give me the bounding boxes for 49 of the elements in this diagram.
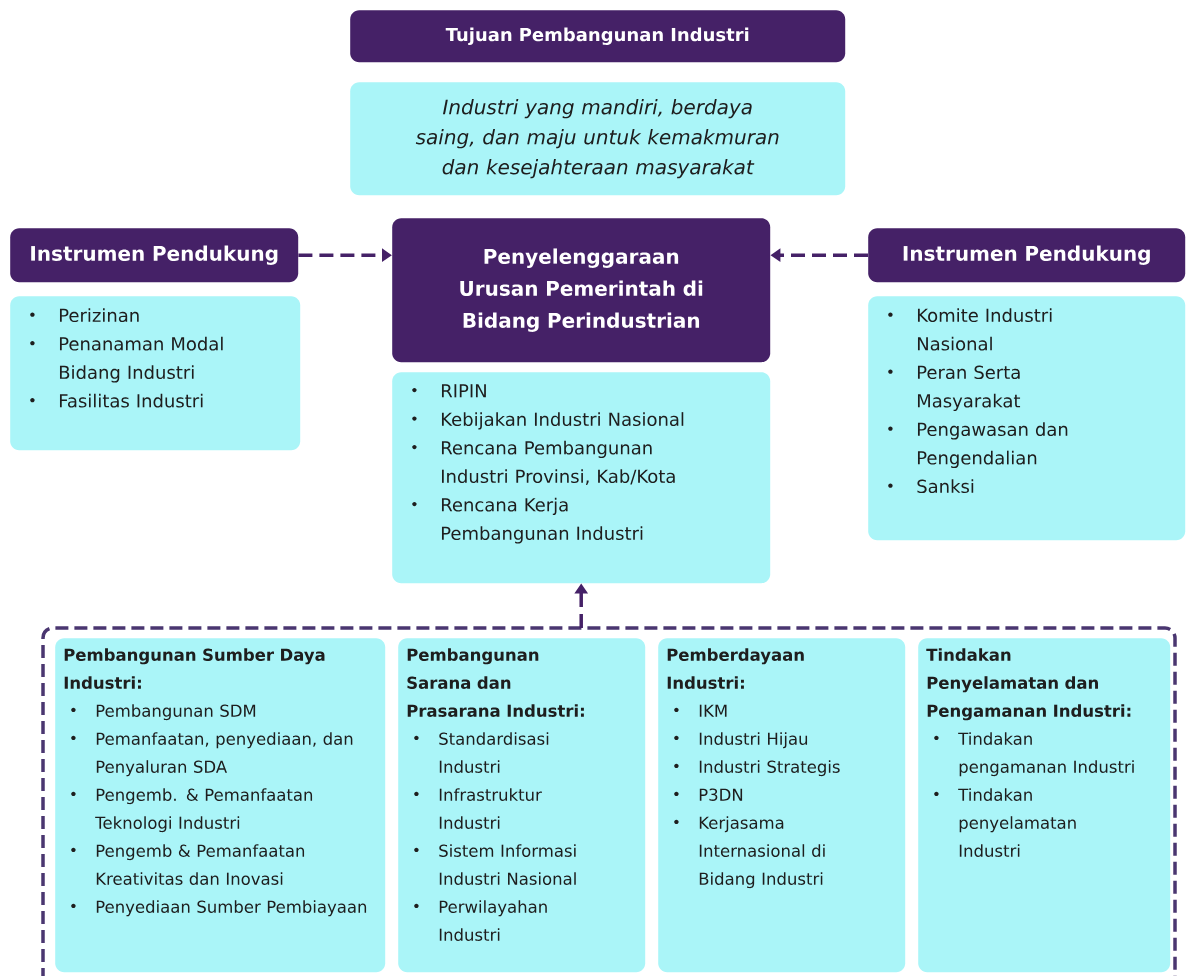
- list-box: [868, 296, 1186, 541]
- box-heading: Penyelenggaraan Urusan Pemerintah di Bidang Perindustrian: [460, 248, 703, 332]
- list-item: Infrastruktur Industri: [414, 788, 542, 829]
- list-item: Komite Industri Nasional: [888, 308, 1052, 351]
- list-item: Pengawasan dan Pengendalian: [888, 422, 1068, 469]
- list-item: Penanaman Modal Bidang Industri: [30, 336, 223, 383]
- list-item: Pemanfaatan, penyediaan, dan Penyaluran SDA: [71, 732, 353, 777]
- goal-text: Industri yang mandiri, berdaya saing, dan maju untuk kemakmuran dan kesejahteraan masyarakat: [415, 99, 779, 179]
- list-item: Tindakan pengamanan Industri: [934, 732, 1134, 777]
- heading-box: [350, 10, 846, 63]
- list-item: Fasilitas Industri: [30, 393, 203, 408]
- list-box: [398, 638, 646, 973]
- list-item: P3DN: [674, 788, 743, 801]
- list-item: Sanksi: [888, 479, 974, 494]
- list-item: Pembangunan SDM: [71, 704, 256, 721]
- list-item: Peran Serta Masyarakat: [888, 365, 1021, 412]
- list-item: Pengemb & Pemanfaatan Kreativitas dan Inovasi: [71, 844, 305, 885]
- list-item: IKM: [674, 704, 727, 717]
- list-item: Tindakan penyelamatan Industri: [934, 788, 1076, 857]
- list-box: [392, 372, 771, 584]
- box-heading: Instrumen Pendukung: [903, 245, 1150, 265]
- list-item: Rencana Pembangunan Industri Provinsi, Kab/Kota: [412, 440, 675, 485]
- heading-box: [10, 228, 299, 283]
- heading-box: [392, 218, 771, 363]
- list-item: Industri Strategis: [674, 760, 840, 777]
- list-item: Pengemb. & Pemanfaatan Teknologi Industri: [71, 788, 313, 833]
- list-box: [55, 638, 386, 973]
- box-heading: Pemberdayaan Industri:: [667, 648, 804, 689]
- list-item: Industri Hijau: [674, 732, 808, 749]
- list-box: [10, 296, 301, 451]
- list-item: Perizinan: [30, 308, 139, 323]
- box-heading: Pembangunan Sarana dan Prasarana Industri:: [407, 648, 584, 717]
- box-heading: Pembangunan Sumber Daya Industri:: [64, 648, 325, 689]
- box-heading: Tindakan Penyelamatan dan Pengamanan Industri:: [926, 648, 1131, 721]
- list-item: Kebijakan Industri Nasional: [412, 412, 684, 430]
- list-box: [658, 638, 906, 973]
- list-item: RIPIN: [412, 384, 486, 398]
- list-item: Rencana Kerja Pembangunan Industri: [412, 497, 643, 544]
- box-heading: Tujuan Pembangunan Industri: [445, 27, 749, 45]
- dashed-frame: [41, 626, 1177, 976]
- list-item: Penyediaan Sumber Pembiayaan: [71, 900, 367, 917]
- list-box: [918, 638, 1171, 973]
- list-item: Perwilayahan Industri: [414, 900, 547, 941]
- heading-box: [868, 228, 1186, 283]
- list-item: Sistem Informasi Industri Nasional: [414, 844, 576, 885]
- text-box: [350, 82, 846, 196]
- list-item: Kerjasama Internasional di Bidang Industri: [674, 816, 825, 889]
- list-item: Standardisasi Industri: [414, 732, 549, 773]
- box-heading: Instrumen Pendukung: [31, 245, 278, 265]
